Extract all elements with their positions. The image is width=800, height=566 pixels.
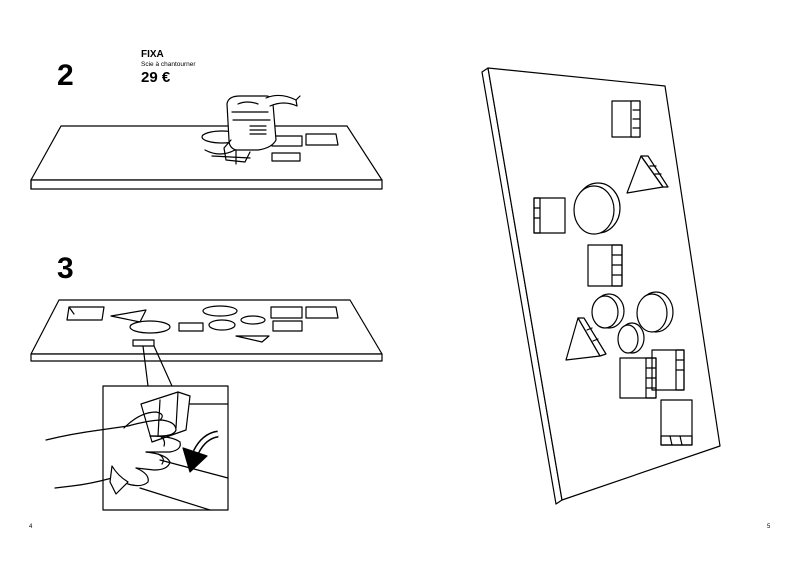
finished-board-illustration [482,68,720,504]
step-number-2: 2 [57,59,74,92]
step-number-3: 3 [57,252,74,285]
jigsaw-icon [212,95,300,164]
square-cutout [612,101,640,137]
board-step3-illustration [31,300,382,361]
product-price: 29 € [141,69,171,86]
page-number-right: 5 [767,524,771,530]
sanding-detail-inset [103,386,228,510]
product-name: FIXA [141,49,164,60]
page-number-left: 4 [29,524,33,530]
rotate-arrow-icon [183,434,218,472]
board-step2-illustration [31,126,382,189]
product-description: Scie à chantourner [141,61,196,68]
hand-illustration [46,412,180,494]
